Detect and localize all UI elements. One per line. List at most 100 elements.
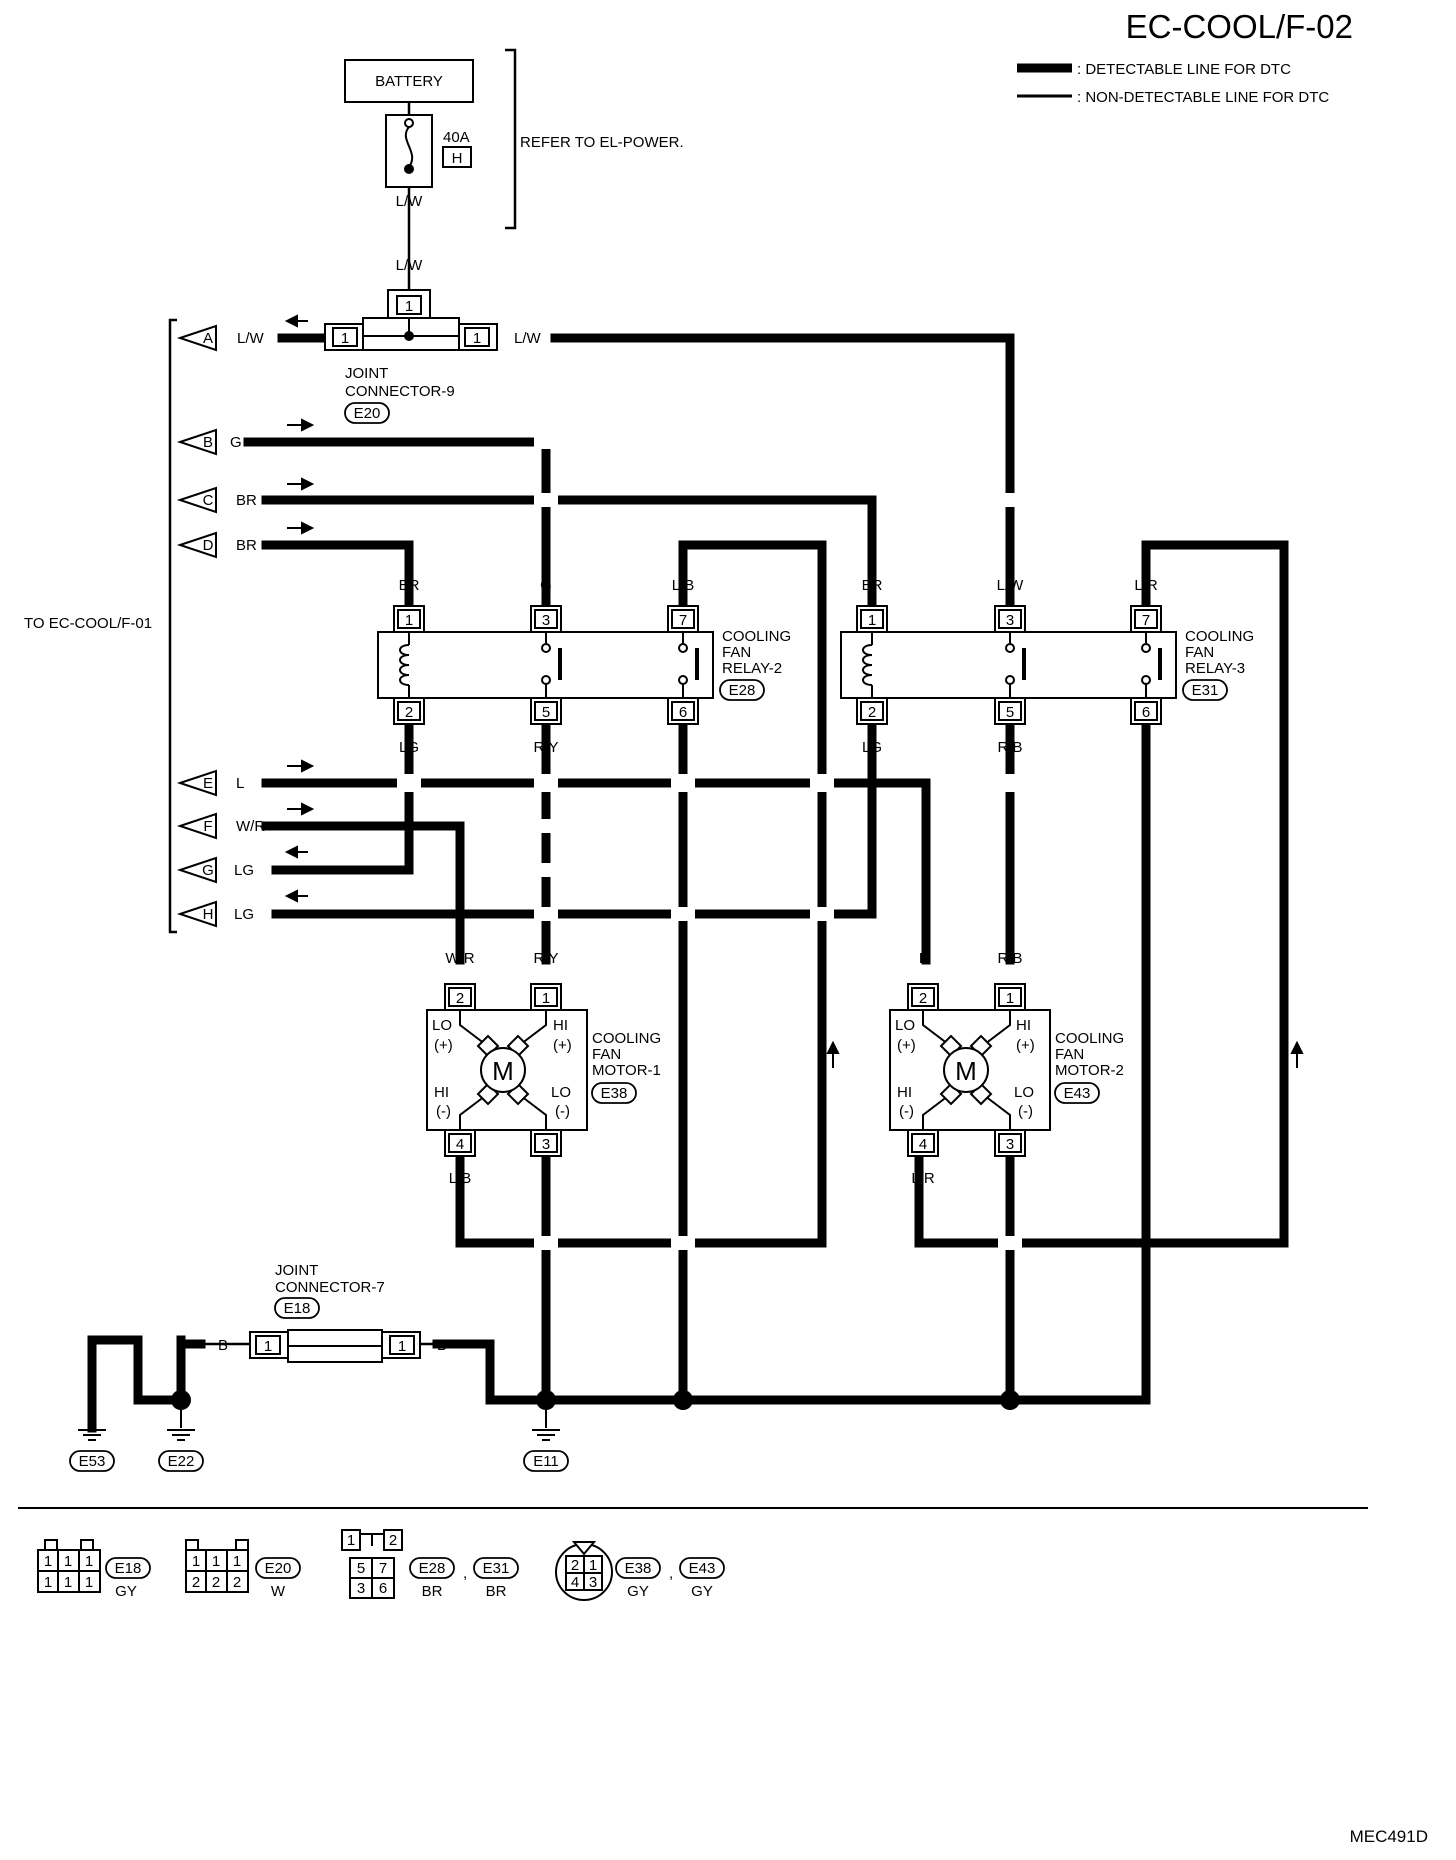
input-c-wire: BR — [236, 492, 257, 509]
relay2-code: E28 — [729, 682, 756, 699]
relay2-pin-5: 5 — [542, 704, 550, 721]
e18-pin-b2: 1 — [64, 1574, 72, 1591]
motor1-m-icon — [480, 1047, 526, 1093]
ground-wire-b-3: B — [176, 1361, 186, 1378]
input-e-label: E — [203, 775, 213, 792]
e43-color: GY — [691, 1583, 713, 1600]
motor-conn-pin-3: 3 — [589, 1574, 597, 1591]
relay2-wire-g: G — [540, 577, 552, 594]
input-e-wire: L — [236, 775, 244, 792]
relay3-wire-rb: R/B — [997, 739, 1022, 756]
relay3-pin-1: 1 — [868, 612, 876, 629]
jc9-pin-left: 1 — [341, 330, 349, 347]
relay-conn-pin-2: 2 — [389, 1532, 397, 1549]
relay3-pin-3: 3 — [1006, 612, 1014, 629]
motor2-pin-1: 1 — [1006, 990, 1014, 1007]
ground-e22: E22 — [168, 1453, 195, 1470]
ground-wire-b-2: B — [133, 1361, 143, 1378]
e18-pin-a2: 1 — [64, 1553, 72, 1570]
relay3-pin-7: 7 — [1142, 612, 1150, 629]
motor2-pin-2: 2 — [919, 990, 927, 1007]
motor1-wire-b: B — [541, 1170, 551, 1187]
relay3-pin-2: 2 — [868, 704, 876, 721]
motor2-hi-minus: HI — [897, 1084, 912, 1101]
motor2-wire-l: L — [919, 950, 927, 967]
e20-color: W — [271, 1583, 286, 1600]
e20-pin-a1: 1 — [192, 1553, 200, 1570]
e28-color: BR — [422, 1583, 443, 1600]
motor1-code: E38 — [601, 1085, 628, 1102]
relay2-title-3: RELAY-2 — [722, 660, 782, 677]
relay3-coil-icon — [862, 632, 873, 698]
motor1-title-3: MOTOR-1 — [592, 1062, 661, 1079]
relay3-wire-lr: L/R — [1134, 577, 1158, 594]
jc7-wire-right: B — [437, 1337, 447, 1354]
ground-symbols — [78, 1410, 560, 1441]
motor2-internal-wiring — [922, 1010, 1011, 1130]
figure-code: MEC491D — [1350, 1827, 1428, 1846]
input-f: F W/R — [176, 812, 265, 840]
motor1-minus-right: (-) — [555, 1103, 570, 1120]
input-f-label: F — [203, 818, 212, 835]
relay2-title-1: COOLING — [722, 628, 791, 645]
e20-pin-b2: 2 — [212, 1574, 220, 1591]
ground-icon-e22 — [167, 1429, 195, 1441]
connector-view-e38-e43: 2 1 4 3 E38 , E43 GY GY — [555, 1541, 725, 1601]
e43-code: E43 — [689, 1560, 716, 1577]
motor2-title-2: FAN — [1055, 1046, 1084, 1063]
input-g-wire: LG — [234, 862, 254, 879]
e18-pin-b1: 1 — [44, 1574, 52, 1591]
e20-pin-a2: 1 — [212, 1553, 220, 1570]
relay3-switch-icons — [1005, 632, 1162, 698]
jc7-pin-right: 1 — [398, 1338, 406, 1355]
relay-conn-pin-6: 6 — [379, 1580, 387, 1597]
diagram-title: EC-COOL/F-02 — [1126, 8, 1353, 45]
motor2-lo-plus: LO — [895, 1017, 915, 1034]
wire-label-lw-top: L/W — [396, 193, 424, 210]
jc9-pin-top: 1 — [405, 298, 413, 315]
motor1-pin-4: 4 — [456, 1136, 464, 1153]
ground-wire-b-5: B — [541, 1361, 551, 1378]
motor1-hi-plus: HI — [553, 1017, 568, 1034]
relay2-title-2: FAN — [722, 644, 751, 661]
input-c-label: C — [203, 492, 214, 509]
motor1-wire-ry: R/Y — [533, 950, 558, 967]
splice-points — [171, 1390, 1020, 1410]
connector-view-e20: 1 1 1 2 2 2 E20 W — [185, 1539, 301, 1600]
jc7-line1: JOINT — [275, 1262, 318, 1279]
motor1-plus-left: (+) — [434, 1037, 453, 1054]
ground-wire-b-4: B — [485, 1361, 495, 1378]
motor1-wire-lb: L/B — [449, 1170, 472, 1187]
motor-conn-pin-4: 4 — [571, 1574, 579, 1591]
e28-code: E28 — [419, 1560, 446, 1577]
relay2-wire-br: BR — [399, 577, 420, 594]
e18-code: E18 — [115, 1560, 142, 1577]
motor2-pin-3: 3 — [1006, 1136, 1014, 1153]
motor1-pin-1: 1 — [542, 990, 550, 1007]
jc7-code: E18 — [284, 1300, 311, 1317]
relay-conn-pin-7: 7 — [379, 1560, 387, 1577]
motor1-title-2: FAN — [592, 1046, 621, 1063]
motor2-minus-left: (-) — [899, 1103, 914, 1120]
e20-pin-a3: 1 — [233, 1553, 241, 1570]
relay3-wire-b: B — [1141, 739, 1151, 756]
jc9-line2: CONNECTOR-9 — [345, 383, 455, 400]
ground-wire-b-6: B — [678, 1361, 688, 1378]
motor1-lo-plus: LO — [432, 1017, 452, 1034]
relay3-wire-br: BR — [862, 577, 883, 594]
ground-e11: E11 — [533, 1453, 559, 1470]
relay3-title-2: FAN — [1185, 644, 1214, 661]
input-f-wire: W/R — [236, 818, 265, 835]
relay2-pin-6: 6 — [679, 704, 687, 721]
flow-arrows — [284, 314, 1304, 1068]
relay3-pin-6: 6 — [1142, 704, 1150, 721]
motor2-title-3: MOTOR-2 — [1055, 1062, 1124, 1079]
motor2-title-1: COOLING — [1055, 1030, 1124, 1047]
relay2-switch-icons — [541, 632, 699, 698]
wire-label-a-lw: L/W — [237, 330, 265, 347]
motor2-pins — [907, 983, 1026, 1157]
motor1-minus-left: (-) — [436, 1103, 451, 1120]
relay3-pin-5: 5 — [1006, 704, 1014, 721]
motor1-hi-minus: HI — [434, 1084, 449, 1101]
